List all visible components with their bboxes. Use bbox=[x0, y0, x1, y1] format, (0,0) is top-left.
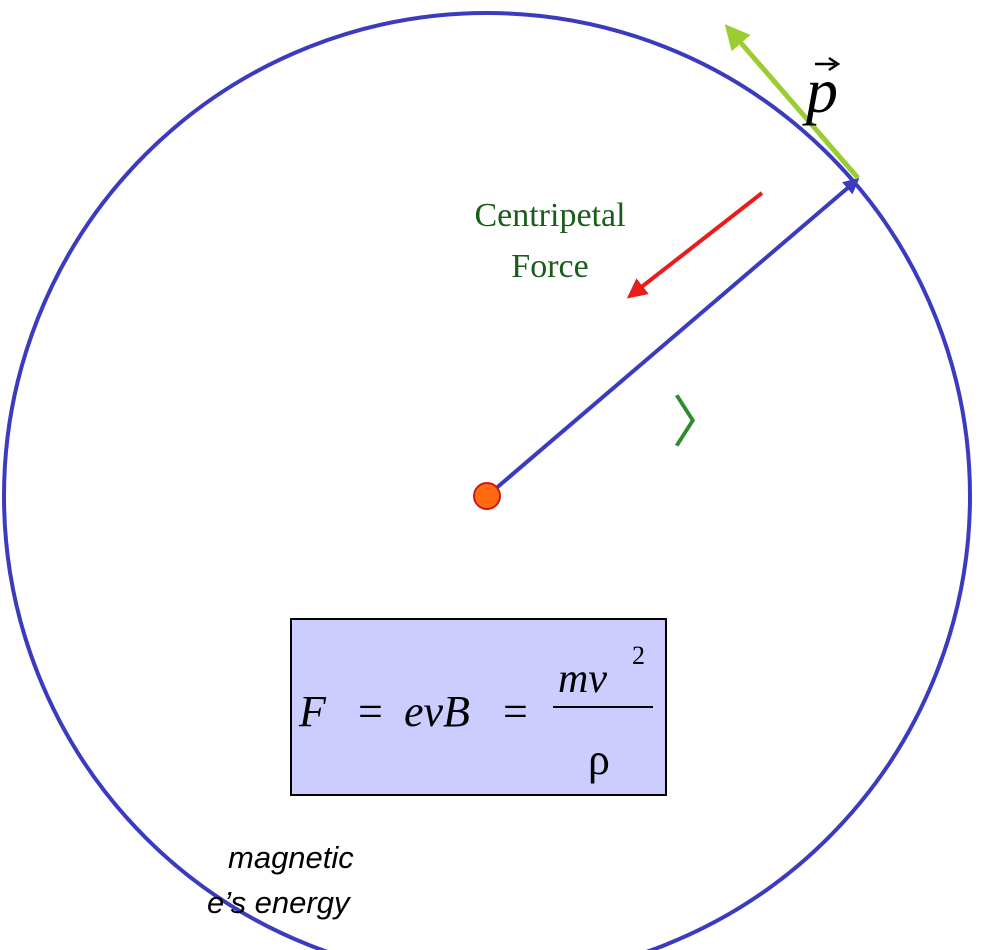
force-label-line1: Centripetal bbox=[474, 197, 625, 234]
formula-exponent: 2 bbox=[632, 641, 645, 670]
formula-lhs: F bbox=[298, 687, 327, 736]
radius-symbol: 〉 bbox=[672, 393, 728, 455]
formula-eq1: = bbox=[358, 687, 383, 736]
centripetal-force-arrow bbox=[626, 191, 764, 299]
momentum-symbol: p bbox=[802, 55, 838, 126]
orbit-circle bbox=[2, 11, 972, 950]
caption-line1: magnetic bbox=[228, 840, 354, 875]
formula-denominator: ρ bbox=[588, 735, 610, 784]
force-label-line2: Force bbox=[511, 248, 588, 285]
formula-eq2: = bbox=[503, 687, 528, 736]
momentum-vector-head bbox=[828, 56, 841, 72]
caption-line2: e’s energy bbox=[207, 885, 352, 920]
center-dot bbox=[473, 482, 501, 510]
momentum-arrow bbox=[724, 24, 860, 180]
formula-middle: evB bbox=[404, 687, 470, 736]
formula-numerator: mv bbox=[558, 656, 607, 702]
radius-arrow bbox=[485, 177, 860, 498]
